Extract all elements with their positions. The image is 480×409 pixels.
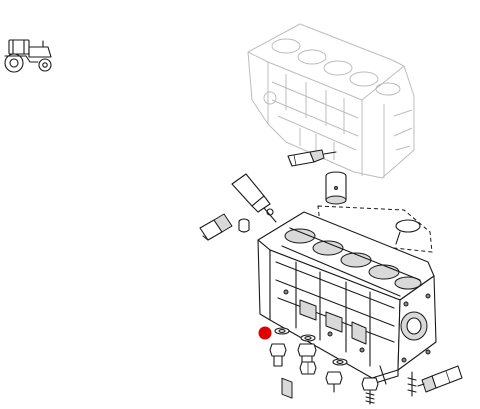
hex-bolt (379, 365, 387, 385)
drain-plug (297, 343, 317, 365)
sealing-washer (274, 327, 290, 335)
drain-plug (269, 343, 287, 367)
highlight-marker[interactable] (258, 326, 272, 340)
drain-plug (299, 361, 317, 375)
gasket (317, 205, 433, 253)
sealing-washer (332, 358, 348, 366)
drain-plug (325, 371, 343, 393)
glow-plug-sleeve (238, 218, 250, 233)
fuel-injector (231, 173, 277, 223)
engine-block-outline (247, 23, 415, 179)
sealing-washer (300, 334, 316, 342)
sensor-plug (287, 149, 337, 167)
glow-plug (199, 213, 233, 241)
tractor-icon (4, 39, 52, 73)
engine-block-detailed (257, 211, 437, 399)
sealing-ring-highlighted[interactable] (258, 326, 272, 340)
cylinder-sleeve (325, 171, 347, 205)
mounting-screw (407, 371, 417, 397)
mounting-screw (361, 377, 379, 405)
side-sensor (417, 365, 463, 393)
